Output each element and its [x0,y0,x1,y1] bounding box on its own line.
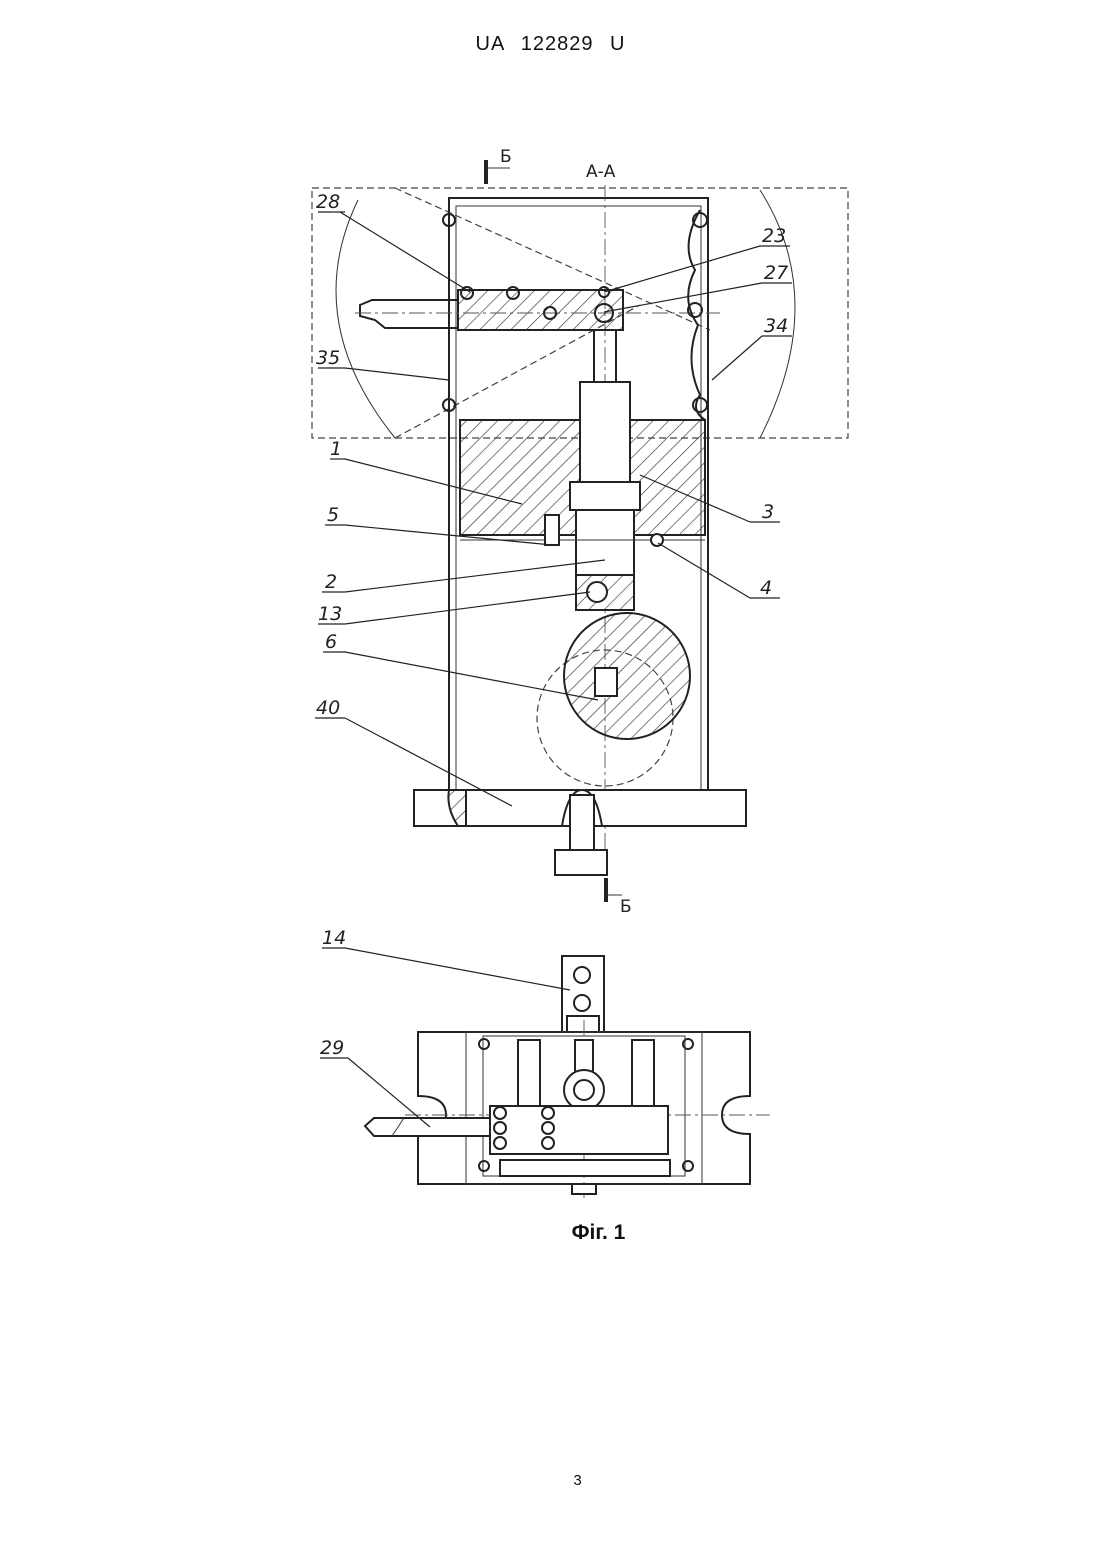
callout-28: 28 [316,191,340,213]
cover-arc-left [336,200,395,438]
screw-4 [651,534,663,546]
cam-6 [564,613,690,739]
bolt-head [555,850,607,875]
callout-13: 13 [318,603,342,625]
clamp-block [490,1106,668,1154]
section-view-a-a: Б А-А Б 28 23 27 34 35 1 3 5 2 4 [312,147,848,917]
view-b-b: 14 29 [320,927,770,1200]
figure-caption: Фіг. 1 [0,1221,1101,1245]
cut-label-top: Б [500,147,512,167]
callout-2: 2 [325,571,337,593]
section-title: А-А [586,162,616,182]
callout-3: 3 [762,501,774,523]
callout-34: 34 [764,315,788,337]
callout-6: 6 [325,631,337,653]
eye-bolt [564,1070,604,1110]
callout-27: 27 [764,262,788,284]
callout-35: 35 [316,347,340,369]
callout-1: 1 [330,438,342,460]
callout-40: 40 [316,697,340,719]
callout-23: 23 [762,225,786,247]
handle-29 [365,1118,490,1136]
bushing [580,382,630,482]
page-number: 3 [0,1472,1101,1489]
bolt-shank [570,795,594,850]
cam-key [595,668,617,696]
screw-5 [545,515,559,545]
callout-29: 29 [320,1037,344,1059]
lever-handle [360,300,458,328]
collar [570,482,640,510]
callout-5: 5 [327,504,339,526]
bracket-neck [567,1016,599,1032]
cut-label-bottom: Б [620,897,632,917]
callout-4: 4 [760,577,772,599]
lever-bar [458,290,623,330]
callout-14: 14 [322,927,346,949]
